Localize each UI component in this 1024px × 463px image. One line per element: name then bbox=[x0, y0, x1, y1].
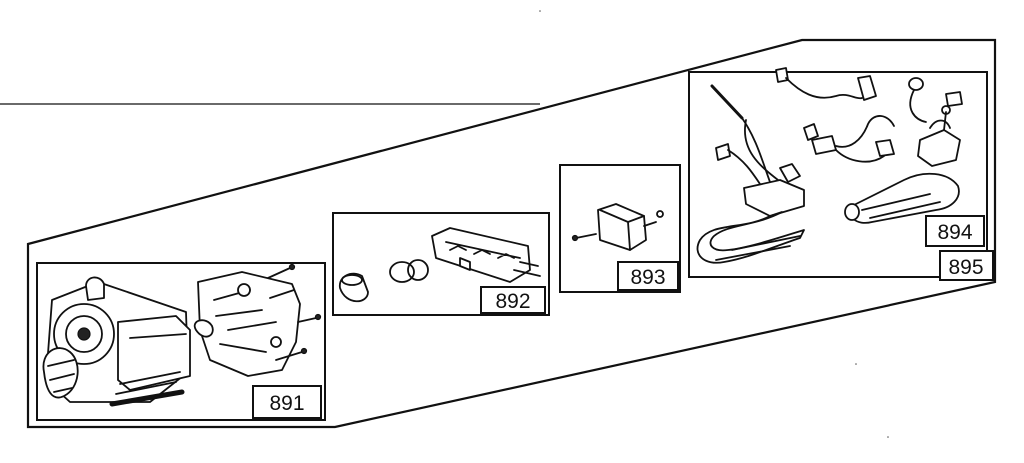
part-893-group[interactable]: 893 bbox=[559, 164, 681, 293]
part-label-box-891 bbox=[252, 385, 322, 419]
part-891-group[interactable]: 891 bbox=[36, 262, 326, 421]
part-label-892: 892 bbox=[495, 290, 530, 313]
motor-gear-assembly bbox=[42, 276, 191, 407]
part-label-894: 894 bbox=[937, 221, 972, 244]
wiring-harness bbox=[696, 67, 963, 264]
scan-dot bbox=[887, 436, 889, 438]
part-label-895: 895 bbox=[948, 256, 983, 279]
part-label-891: 891 bbox=[269, 392, 304, 415]
gear-cover-plate bbox=[193, 263, 322, 377]
part-label-box-894 bbox=[925, 215, 985, 247]
part-label-893: 893 bbox=[630, 266, 665, 289]
part-894-group[interactable]: 894 bbox=[688, 67, 988, 278]
part-label-box-892 bbox=[480, 286, 546, 314]
part-895-group[interactable]: 895 bbox=[939, 250, 994, 281]
capacitor-block bbox=[571, 203, 664, 251]
part-label-box-895 bbox=[939, 250, 994, 281]
part-892-group[interactable]: 892 bbox=[332, 212, 550, 316]
scan-dot bbox=[539, 10, 541, 12]
part-label-box-893 bbox=[617, 261, 679, 291]
switch-and-bushings bbox=[339, 227, 541, 303]
scan-dot bbox=[855, 363, 857, 365]
